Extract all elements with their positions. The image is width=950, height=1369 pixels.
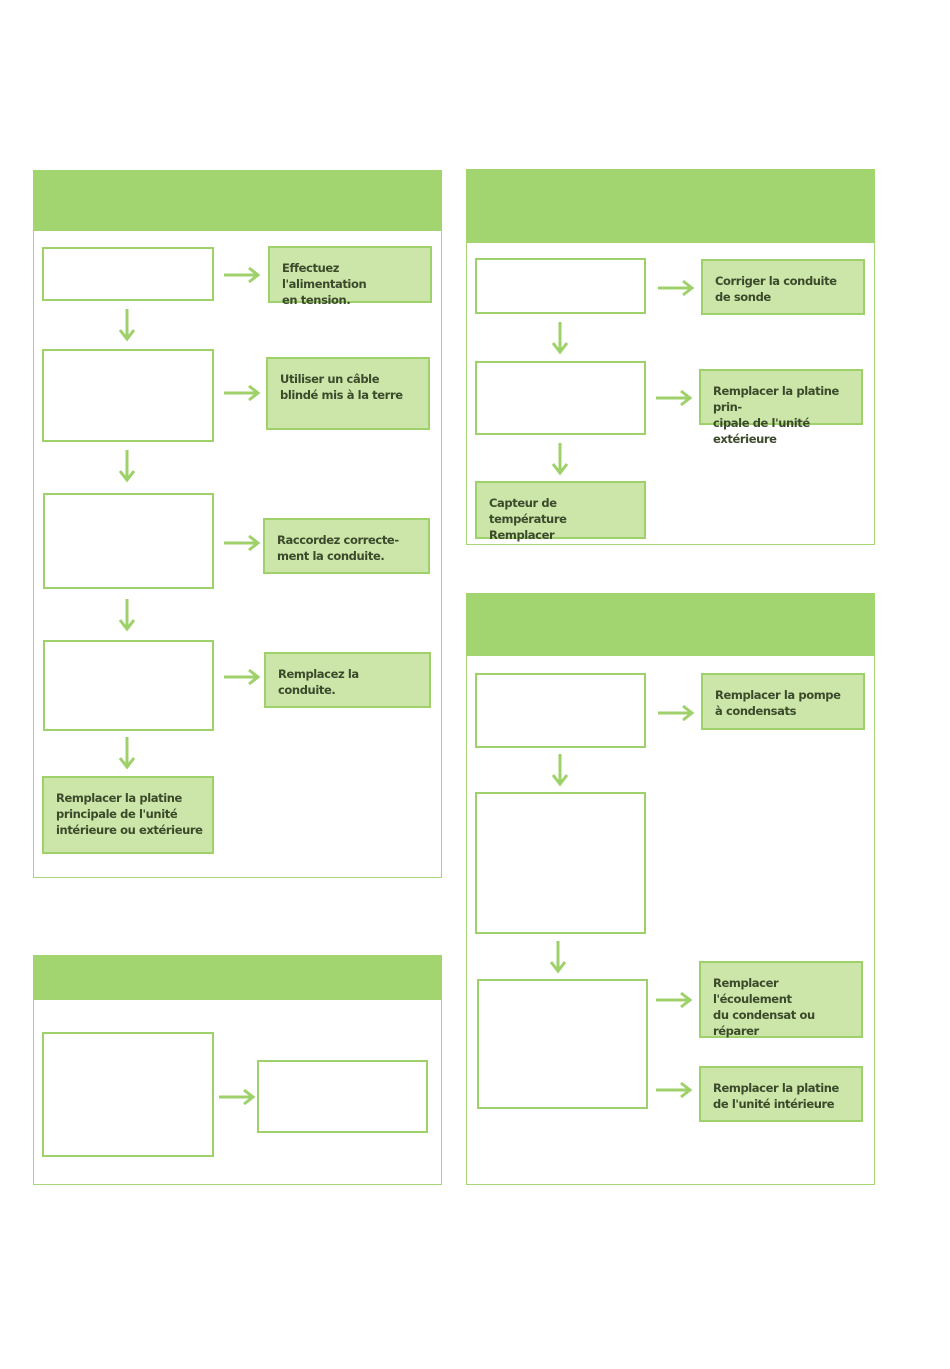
arrow-right-icon xyxy=(224,534,261,552)
panel-2-final-box: Capteur de température Remplacer xyxy=(475,481,646,542)
panel-1-action-box-1: Effectuez l'alimentation en tension. xyxy=(268,246,432,307)
panel-3-action-box-1 xyxy=(257,1060,428,1133)
arrow-down-icon xyxy=(551,754,569,787)
panel-1-action-box-2: Utiliser un câble blindé mis à la terre xyxy=(266,357,430,430)
arrow-right-icon xyxy=(224,668,261,686)
panel-2-action-box-2: Remplacer la platine prin- cipale de l'u… xyxy=(699,369,863,446)
arrow-right-icon xyxy=(656,1081,693,1099)
panel-1-check-box-3 xyxy=(43,493,214,589)
arrow-down-icon xyxy=(118,737,136,770)
panel-4-header xyxy=(466,593,875,656)
panel-1-action-text-3: Raccordez correcte- ment la conduite. xyxy=(277,533,399,563)
arrow-down-icon xyxy=(118,599,136,632)
panel-4-check-box-3 xyxy=(477,979,648,1109)
panel-2-header xyxy=(466,169,875,243)
arrow-down-icon xyxy=(551,322,569,355)
arrow-right-icon xyxy=(656,389,693,407)
arrow-down-icon xyxy=(118,309,136,342)
panel-4-check-box-1 xyxy=(475,673,646,748)
arrow-down-icon xyxy=(118,450,136,483)
panel-1-header xyxy=(33,170,442,231)
panel-1-final-text: Remplacer la platine principale de l'uni… xyxy=(56,791,203,837)
panel-3-header xyxy=(33,955,442,1000)
panel-3-check-box-1 xyxy=(42,1032,214,1157)
panel-1-action-text-1: Effectuez l'alimentation en tension. xyxy=(282,261,367,307)
arrow-right-icon xyxy=(658,279,695,297)
panel-1-action-box-4: Remplacez la conduite. xyxy=(264,652,431,708)
panel-1-check-box-2 xyxy=(42,349,214,442)
panel-2-action-text-1: Corriger la conduite de sonde xyxy=(715,274,837,304)
panel-4-action-box-3: Remplacer la platine de l'unité intérieu… xyxy=(699,1066,863,1122)
panel-4-action-text-1: Remplacer la pompe à condensats xyxy=(715,688,841,718)
arrow-right-icon xyxy=(224,266,261,284)
arrow-right-icon xyxy=(658,704,695,722)
panel-2-final-text: Capteur de température Remplacer xyxy=(489,496,567,542)
panel-1-action-box-3: Raccordez correcte- ment la conduite. xyxy=(263,518,430,574)
panel-4-action-text-3: Remplacer la platine de l'unité intérieu… xyxy=(713,1081,839,1111)
panel-1-action-text-2: Utiliser un câble blindé mis à la terre xyxy=(280,372,403,402)
arrow-down-icon xyxy=(551,443,569,476)
panel-4-check-box-2 xyxy=(475,792,646,934)
panel-2-check-box-1 xyxy=(475,258,646,314)
arrow-right-icon xyxy=(219,1088,256,1106)
arrow-right-icon xyxy=(224,384,261,402)
panel-2-check-box-2 xyxy=(475,361,646,435)
panel-4-action-box-2: Remplacer l'écoulement du condensat ou r… xyxy=(699,961,863,1038)
panel-4-action-text-2: Remplacer l'écoulement du condensat ou r… xyxy=(713,976,815,1038)
panel-1-check-box-1 xyxy=(42,247,214,301)
arrow-right-icon xyxy=(656,991,693,1009)
arrow-down-icon xyxy=(549,941,567,974)
panel-2 xyxy=(466,169,875,545)
panel-4-action-box-1: Remplacer la pompe à condensats xyxy=(701,673,865,730)
panel-1-action-text-4: Remplacez la conduite. xyxy=(278,667,359,697)
panel-2-action-text-2: Remplacer la platine prin- cipale de l'u… xyxy=(713,384,839,446)
panel-1-check-box-4 xyxy=(43,640,214,731)
panel-2-action-box-1: Corriger la conduite de sonde xyxy=(701,259,865,315)
panel-1-final-box: Remplacer la platine principale de l'uni… xyxy=(42,776,214,854)
